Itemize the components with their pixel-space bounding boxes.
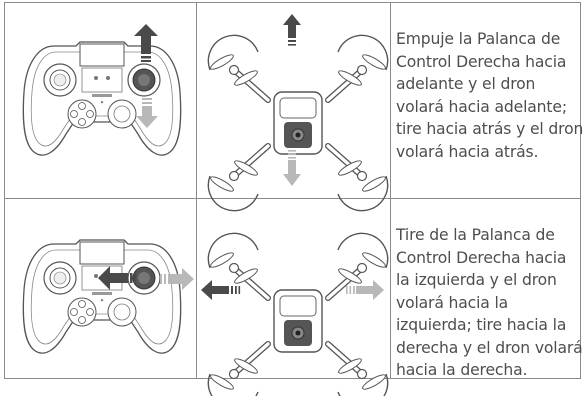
instruction-text: Tire de la Palanca de Control Derecha ha… [396, 226, 583, 379]
row-divider [4, 198, 581, 200]
stick-arrow-right-icon [160, 268, 194, 290]
drone-icon [218, 246, 378, 396]
column-divider-1 [196, 2, 198, 379]
gamepad-icon [22, 239, 182, 354]
instruction-text: Empuje la Palanca de Control Derecha hac… [396, 30, 583, 161]
drone-arrow-left-icon [201, 280, 241, 300]
stick-arrow-down-icon [136, 98, 158, 128]
column-divider-2 [390, 2, 392, 379]
gamepad-icon [22, 41, 182, 156]
drone-arrow-right-icon [346, 280, 384, 300]
instruction-table [4, 2, 581, 379]
stick-arrow-up-icon [134, 24, 158, 62]
drone-arrow-forward-icon [283, 14, 301, 46]
drone-arrow-backward-icon [283, 150, 301, 186]
stick-arrow-left-icon [98, 266, 136, 290]
